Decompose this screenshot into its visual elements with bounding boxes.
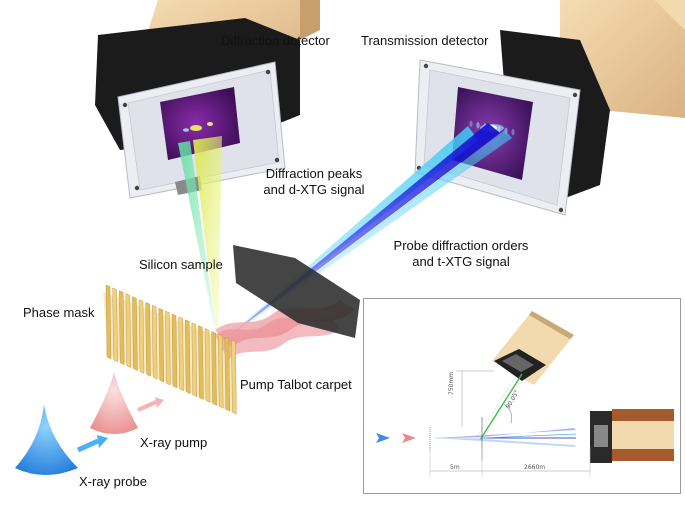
screw-icon [122,102,128,108]
diffraction-peaks-label: Diffraction peaks and d-XTG signal [263,166,365,197]
phase-mask-bar [138,299,145,374]
probe-diffraction-orders-label: Probe diffraction orders and t-XTG signa… [393,238,529,269]
phase-mask-bar [178,316,184,392]
phase-mask-bar [112,287,118,363]
screw-icon [134,185,140,191]
diffraction-detector [95,0,320,199]
screw-icon [572,92,578,98]
inset-schematic: 750mm 90.05° 5m 2660m [376,311,674,477]
phase-mask-bar [191,322,198,398]
setup-inset: 750mm 90.05° 5m 2660m [363,298,681,494]
diffraction-beam [193,136,222,345]
phase-mask-bar [211,331,217,406]
phase-mask-bar [224,336,231,412]
silicon-sample-label: Silicon sample [139,257,223,272]
screw-icon [274,157,280,163]
inset-diffraction-line [479,373,523,441]
phase-mask-bar [217,334,224,409]
inset-transmission-arm [612,421,674,449]
inset-probe-icon [376,433,390,443]
inset-detector-arm [492,311,574,385]
phase-mask [103,284,237,415]
inset-pump-icon [402,433,416,443]
pump-arrow-icon [137,400,157,412]
transmission-detector-label: Transmission detector [361,33,489,48]
phase-mask-bar [165,310,171,386]
phase-mask-bar [118,290,125,366]
phase-mask-bar [145,302,151,377]
silicon-sample [233,245,360,338]
screw-icon [558,207,564,213]
inset-distance-detector: 750mm [448,372,455,395]
screw-icon [265,69,271,75]
inset-distance-2: 2660m [524,464,545,471]
inset-angle: 90.05° [505,389,521,410]
diffraction-order-spot [476,122,480,129]
screw-icon [423,63,429,69]
phase-mask-bar [184,319,191,395]
phase-mask-bar [105,284,112,360]
phase-mask-bar [198,325,204,400]
pump-talbot-carpet-label: Pump Talbot carpet [240,377,352,392]
probe-arrow-icon [76,438,100,453]
xray-pump-label: X-ray pump [140,435,208,450]
phase-mask-bar [125,293,132,369]
phase-mask-bar [231,339,237,415]
phase-mask-label: Phase mask [23,305,95,320]
phase-mask-bar [171,313,178,389]
diffraction-order-spot [511,129,515,136]
inset-distance-1: 5m [450,464,460,471]
xray-pump-cone [90,372,164,434]
xray-probe-label: X-ray probe [79,474,147,489]
phase-mask-bar [158,307,165,383]
phase-mask-bar [132,296,138,371]
phase-mask-bar [151,305,158,380]
diffraction-order-spot [497,126,501,133]
xray-probe-cone [15,405,108,475]
diffraction-detector-label: Diffraction detector [221,33,330,48]
phase-mask-bar [204,328,211,403]
diffraction-order-spot [469,120,473,128]
